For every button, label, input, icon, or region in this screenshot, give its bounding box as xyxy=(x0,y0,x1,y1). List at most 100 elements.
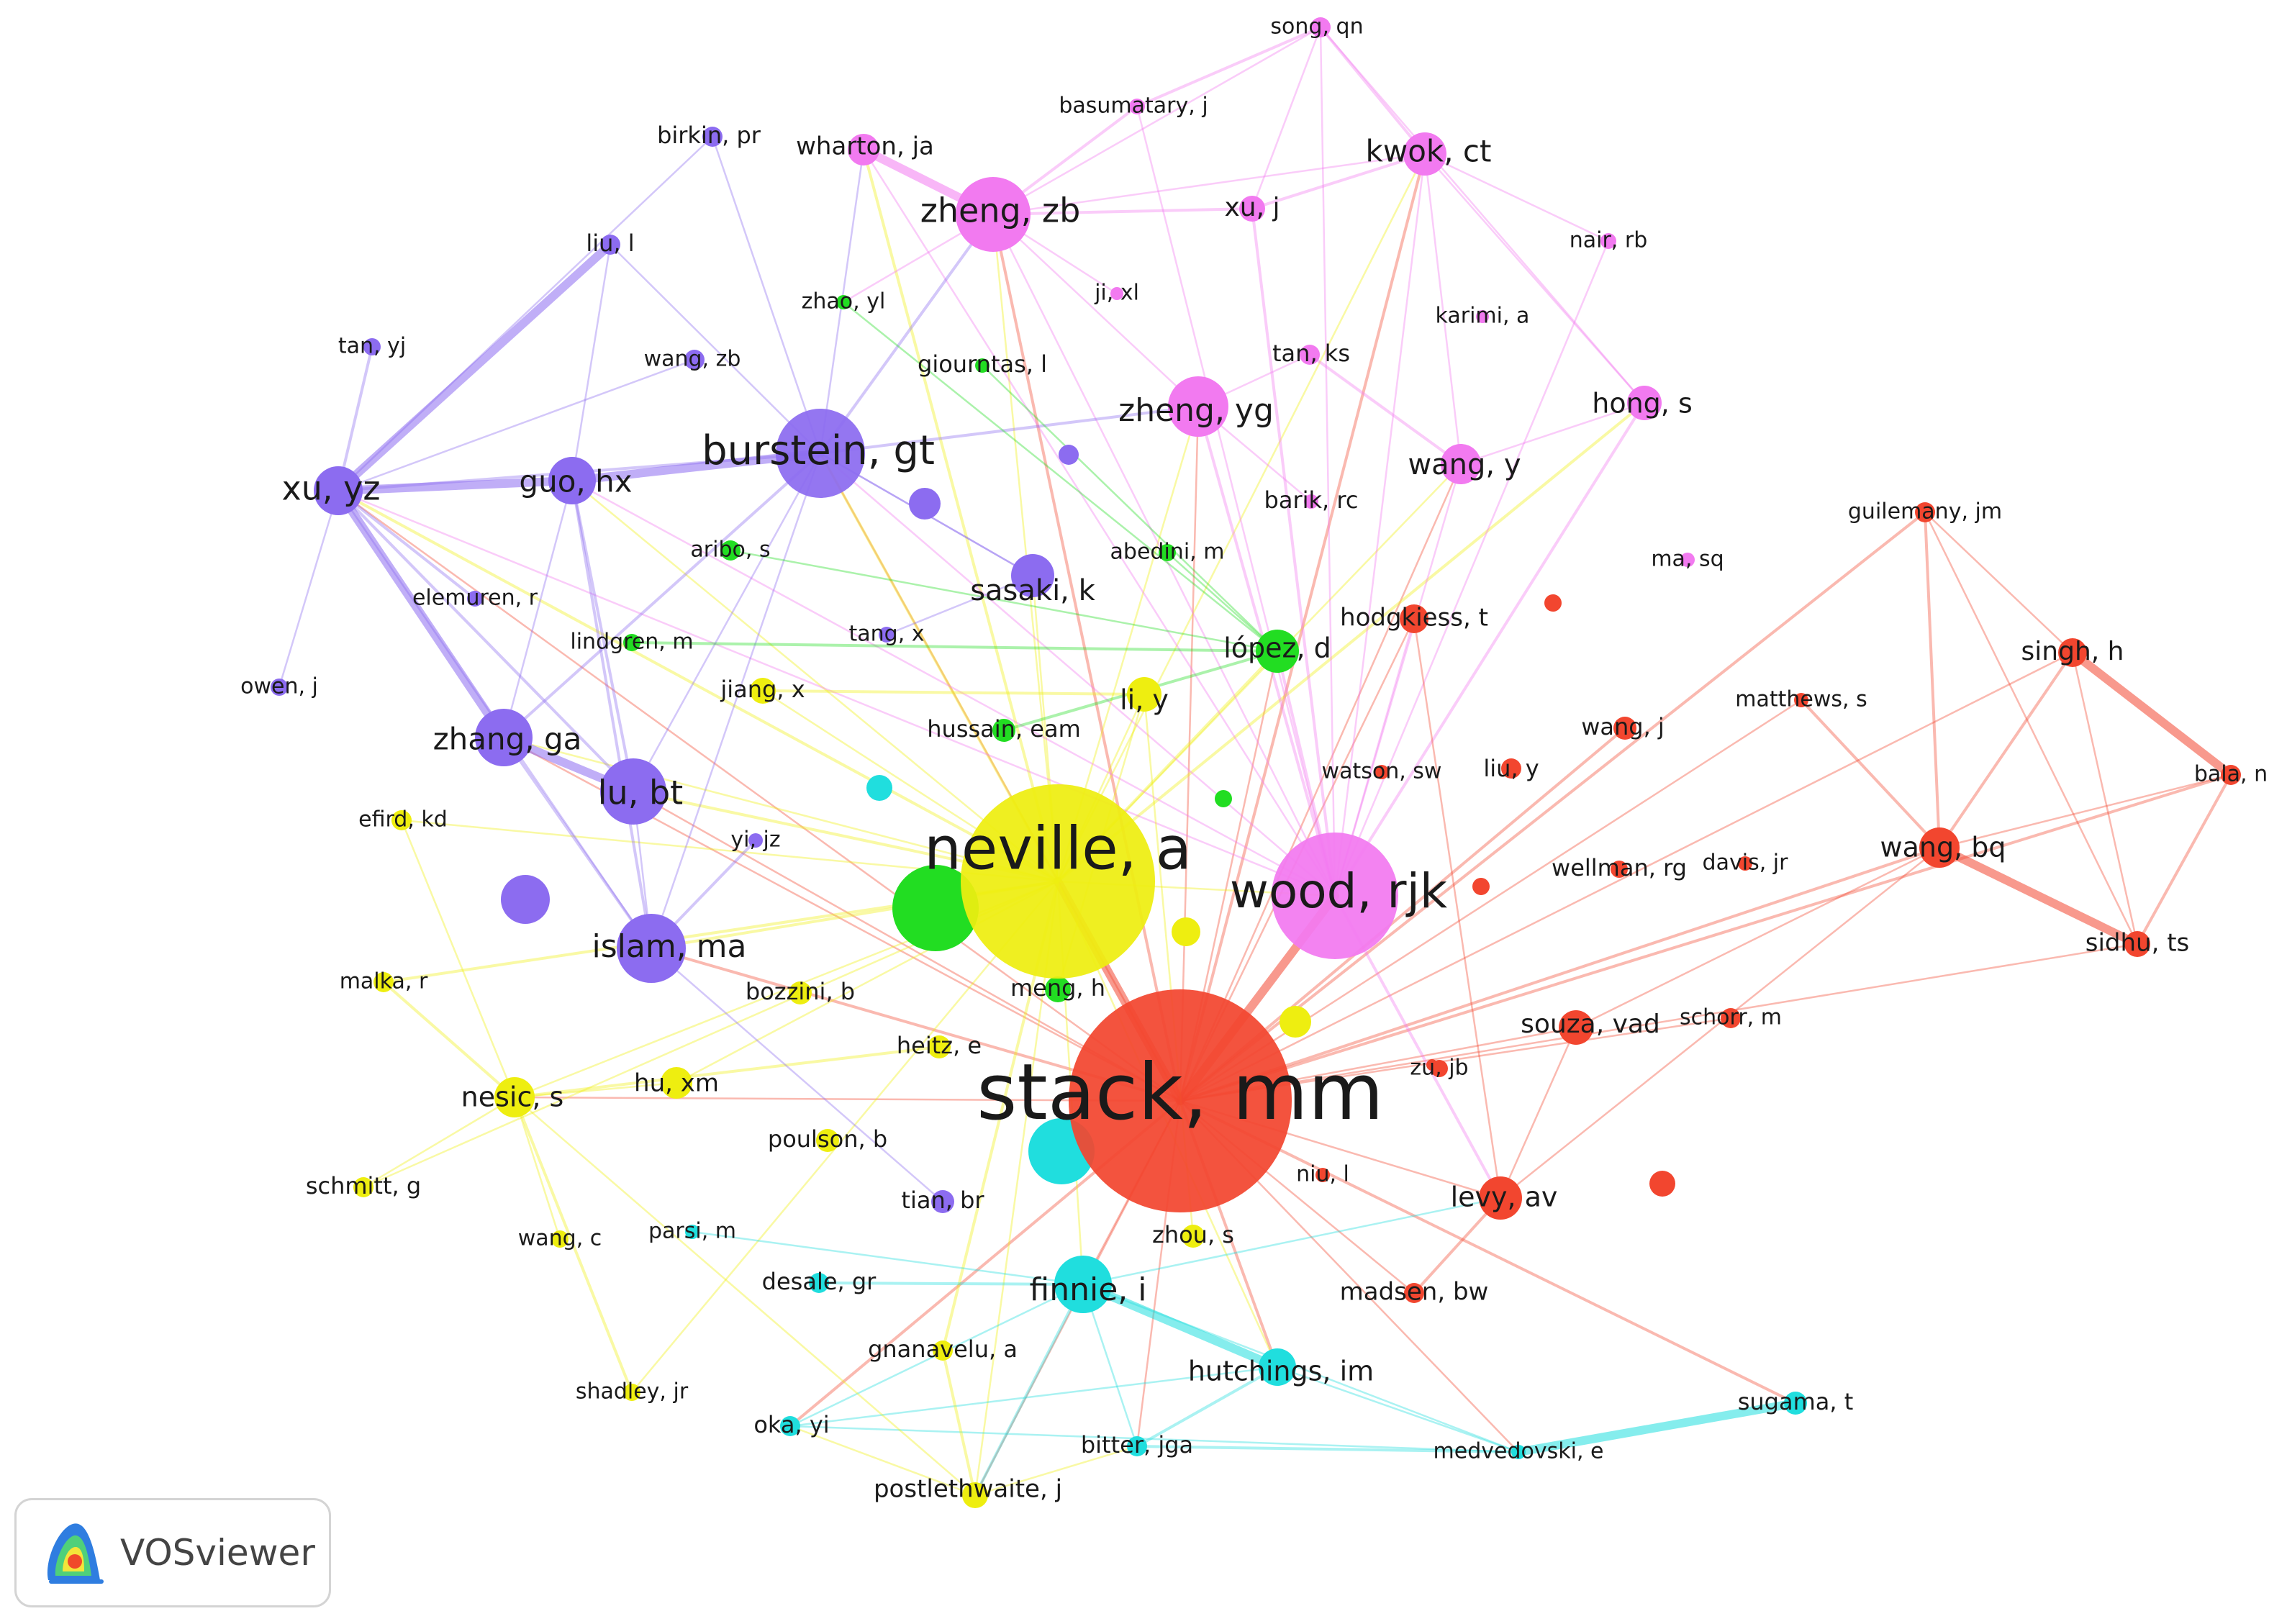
node-label-bala-n[interactable]: bala, n xyxy=(2194,762,2268,787)
node-label-tang-x[interactable]: tang, x xyxy=(848,622,924,647)
node-label-postlethwaite-j[interactable]: postlethwaite, j xyxy=(874,1475,1062,1504)
node-stack-mm[interactable] xyxy=(1069,989,1292,1212)
node-oka-yi[interactable] xyxy=(780,1416,800,1436)
node-label-efird-kd[interactable]: efird, kd xyxy=(358,807,448,833)
node-tan-yj[interactable] xyxy=(363,338,381,355)
unlabeled-node[interactable] xyxy=(1059,445,1079,465)
node-label-hu-xm[interactable]: hu, xm xyxy=(634,1069,719,1098)
node-barik-rc[interactable] xyxy=(1304,494,1318,509)
node-label-medvedovski-e[interactable]: medvedovski, e xyxy=(1434,1439,1604,1464)
node-label-wang-zb[interactable]: wang, zb xyxy=(644,347,741,372)
node-liu-l[interactable] xyxy=(600,235,620,255)
node-label-schmitt-g[interactable]: schmitt, g xyxy=(306,1172,421,1199)
node-efird-kd[interactable] xyxy=(391,810,412,830)
node-label-matthews-s[interactable]: matthews, s xyxy=(1735,687,1867,712)
node-heitz-e[interactable] xyxy=(928,1035,951,1058)
node-basumatary-j[interactable] xyxy=(1129,99,1145,114)
unlabeled-node[interactable] xyxy=(1472,878,1490,895)
node-hussain-eam[interactable] xyxy=(992,719,1015,742)
node-label-islam-ma[interactable]: islam, ma xyxy=(592,928,747,965)
node-niu-l[interactable] xyxy=(1315,1168,1330,1182)
node-label-hutchings-im[interactable]: hutchings, im xyxy=(1188,1356,1374,1387)
node-lopez-d[interactable] xyxy=(1256,630,1299,673)
node-li-y[interactable] xyxy=(1127,677,1161,712)
node-label-singh-h[interactable]: singh, h xyxy=(2021,637,2124,666)
unlabeled-node[interactable] xyxy=(1215,790,1232,807)
node-desale-gr[interactable] xyxy=(809,1273,829,1293)
node-aribo-s[interactable] xyxy=(720,540,741,561)
node-label-hong-s[interactable]: hong, s xyxy=(1592,388,1693,419)
node-parsi-m[interactable] xyxy=(685,1225,699,1239)
node-label-lindgren-m[interactable]: lindgren, m xyxy=(570,630,693,655)
node-label-barik-rc[interactable]: barik, rc xyxy=(1264,486,1359,514)
node-label-neville-a[interactable]: neville, a xyxy=(924,815,1192,883)
node-zhang-ga[interactable] xyxy=(475,709,533,766)
node-label-davis-jr[interactable]: davis, jr xyxy=(1703,850,1789,876)
node-label-schorr-m[interactable]: schorr, m xyxy=(1680,1005,1782,1030)
node-label-wellman-rg[interactable]: wellman, rg xyxy=(1552,854,1687,881)
node-label-wang-y[interactable]: wang, y xyxy=(1408,448,1521,481)
node-label-bitter-jga[interactable]: bitter, jga xyxy=(1081,1431,1193,1459)
node-label-liu-y[interactable]: liu, y xyxy=(1483,755,1539,782)
node-label-shadley-jr[interactable]: shadley, jr xyxy=(576,1379,689,1405)
node-label-owen-j[interactable]: owen, j xyxy=(240,674,318,699)
node-label-souza-vad[interactable]: souza, vad xyxy=(1521,1010,1660,1039)
node-label-finnie-i[interactable]: finnie, i xyxy=(1030,1271,1147,1308)
node-poulson-b[interactable] xyxy=(816,1129,839,1152)
unlabeled-node[interactable] xyxy=(1649,1171,1675,1197)
node-meng-h[interactable] xyxy=(1045,976,1071,1002)
node-wang-bq[interactable] xyxy=(1919,827,1960,868)
node-owen-j[interactable] xyxy=(271,679,288,696)
node-label-sasaki-k[interactable]: sasaki, k xyxy=(970,574,1095,607)
node-label-oka-yi[interactable]: oka, yi xyxy=(753,1411,829,1438)
node-label-hussain-eam[interactable]: hussain, eam xyxy=(927,715,1081,743)
node-tang-x[interactable] xyxy=(879,627,895,643)
node-label-jiang-x[interactable]: jiang, x xyxy=(720,676,805,703)
node-label-xu-yz[interactable]: xu, yz xyxy=(282,469,381,508)
node-xu-j[interactable] xyxy=(1239,196,1265,222)
node-ji-xl[interactable] xyxy=(1110,287,1123,300)
node-yi-jz[interactable] xyxy=(748,833,763,848)
node-gnanavelu-a[interactable] xyxy=(933,1341,953,1361)
node-label-lu-bt[interactable]: lu, bt xyxy=(598,774,683,812)
node-label-poulson-b[interactable]: poulson, b xyxy=(768,1125,887,1153)
node-label-zu-jb[interactable]: zu, jb xyxy=(1410,1056,1468,1081)
node-hodgkiess-t[interactable] xyxy=(1400,604,1428,633)
node-label-ji-xl[interactable]: ji, xl xyxy=(1094,281,1139,306)
node-abedini-m[interactable] xyxy=(1159,544,1176,561)
node-hu-xm[interactable] xyxy=(661,1067,692,1099)
node-label-lopez-d[interactable]: lópez, d xyxy=(1223,632,1331,664)
node-label-parsi-m[interactable]: parsi, m xyxy=(648,1219,736,1244)
node-watson-sw[interactable] xyxy=(1375,765,1389,779)
node-lu-bt[interactable] xyxy=(600,758,666,825)
node-schmitt-g[interactable] xyxy=(353,1177,373,1197)
node-kwok-ct[interactable] xyxy=(1403,132,1446,176)
node-madsen-bw[interactable] xyxy=(1404,1283,1424,1303)
node-label-wharton-ja[interactable]: wharton, ja xyxy=(796,132,934,161)
node-lindgren-m[interactable] xyxy=(623,634,640,651)
node-zu-jb[interactable] xyxy=(1431,1060,1448,1077)
node-matthews-s[interactable] xyxy=(1794,693,1808,707)
node-label-xu-j[interactable]: xu, j xyxy=(1224,193,1280,222)
node-guo-hx[interactable] xyxy=(548,457,596,504)
node-label-tan-yj[interactable]: tan, yj xyxy=(338,334,406,359)
node-label-malka-r[interactable]: malka, r xyxy=(340,969,428,994)
node-label-madsen-bw[interactable]: madsen, bw xyxy=(1340,1278,1489,1307)
node-postlethwaite-j[interactable] xyxy=(962,1482,988,1508)
node-schorr-m[interactable] xyxy=(1721,1008,1741,1028)
node-giourntas-l[interactable] xyxy=(975,358,989,373)
node-label-tan-ks[interactable]: tan, ks xyxy=(1272,340,1350,367)
node-label-liu-l[interactable]: liu, l xyxy=(586,230,634,257)
node-label-watson-sw[interactable]: watson, sw xyxy=(1322,759,1442,784)
node-label-stack-mm[interactable]: stack, mm xyxy=(977,1048,1384,1138)
node-wellman-rg[interactable] xyxy=(1611,861,1628,878)
node-finnie-i[interactable] xyxy=(1054,1256,1112,1313)
node-label-zhang-ga[interactable]: zhang, ga xyxy=(433,722,582,757)
node-label-sugama-t[interactable]: sugama, t xyxy=(1738,1388,1854,1415)
node-zhao-yl[interactable] xyxy=(836,295,851,309)
node-label-bozzini-b[interactable]: bozzini, b xyxy=(746,978,855,1005)
node-label-aribo-s[interactable]: aribo, s xyxy=(690,537,770,563)
node-label-zheng-yg[interactable]: zheng, yg xyxy=(1118,392,1274,429)
node-sidhu-ts[interactable] xyxy=(2124,931,2150,957)
node-label-abedini-m[interactable]: abedini, m xyxy=(1110,540,1225,565)
